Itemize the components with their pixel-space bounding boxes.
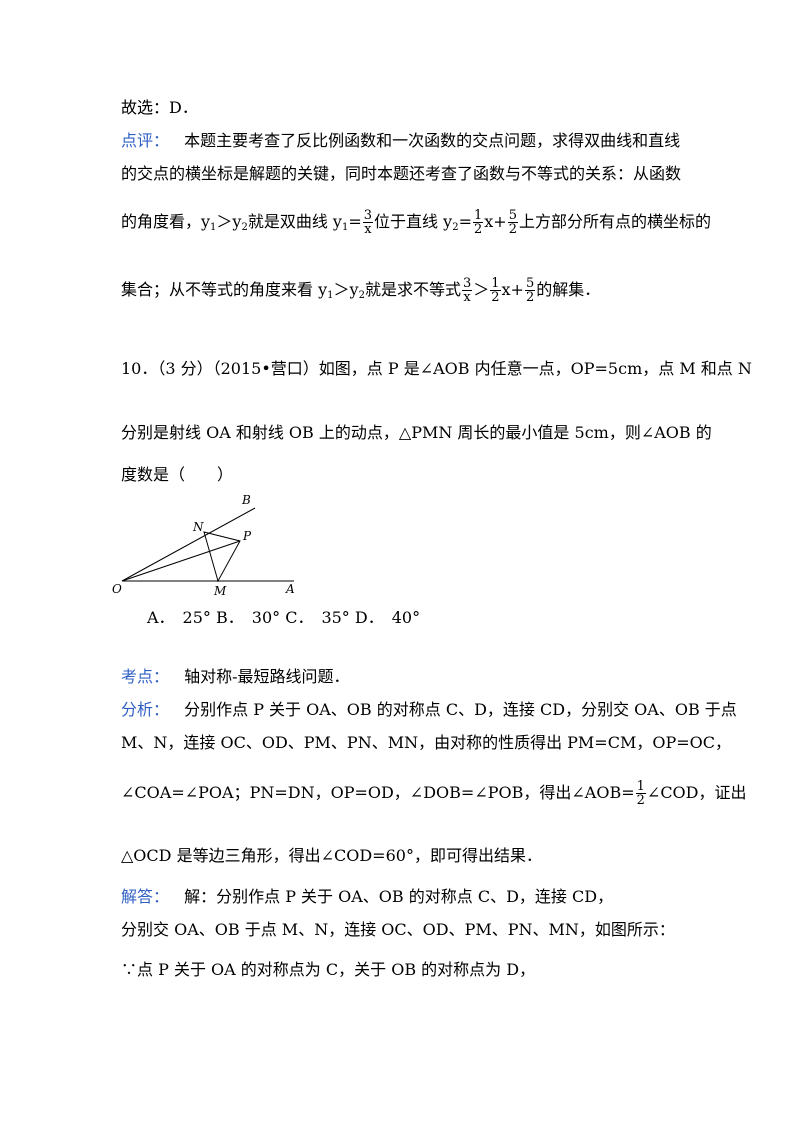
fenxi-line-3: ∠COA=∠POA；PN=DN，OP=OD，∠DOB=∠POB，得出∠AOB=1… <box>121 779 747 808</box>
label-B: B <box>241 493 251 507</box>
question-line-2: 分别是射线 OA 和射线 OB 上的动点，△PMN 周长的最小值是 5cm，则∠… <box>121 423 712 442</box>
label-N: N <box>192 520 204 534</box>
jieda-line-3: ∵点 P 关于 OA 的对称点为 C，关于 OB 的对称点为 D， <box>121 960 536 979</box>
label-A: A <box>285 582 295 596</box>
jieda-label: 解答： <box>121 887 170 906</box>
answer-options: A． 25° B． 30° C． 35° D． 40° <box>147 608 421 627</box>
fenxi-line-2: M、N，连接 OC、OD、PM、PN、MN，由对称的性质得出 PM=CM，OP=… <box>121 733 731 752</box>
question-line-3: 度数是（ ） <box>121 465 234 484</box>
jieda-line-2: 分别交 OA、OB 于点 M、N，连接 OC、OD、PM、PN、MN，如图所示： <box>121 920 675 939</box>
label-P: P <box>242 529 252 543</box>
question-line-1: 10．（3 分）（2015•营口）如图，点 P 是∠AOB 内任意一点，OP=5… <box>121 359 752 378</box>
geometry-figure: O A B M N P <box>112 493 295 598</box>
kaodian-line: 考点： 轴对称-最短路线问题． <box>121 667 350 686</box>
previous-answer: 故选：D． <box>121 98 198 117</box>
review-line-1: 点评： 本题主要考查了反比例函数和一次函数的交点问题，求得双曲线和直线 <box>121 131 681 150</box>
triangle-PMN <box>203 531 241 583</box>
kaodian-label: 考点： <box>121 667 170 686</box>
segment-OP <box>121 540 241 582</box>
ray-OB <box>121 507 256 582</box>
label-O: O <box>112 582 122 596</box>
jieda-line-1: 解答： 解：分别作点 P 关于 OA、OB 的对称点 C、D，连接 CD， <box>121 887 614 906</box>
fenxi-label: 分析： <box>121 700 170 719</box>
fenxi-line-1: 分析： 分别作点 P 关于 OA、OB 的对称点 C、D，连接 CD，分别交 O… <box>121 700 737 719</box>
label-M: M <box>213 584 227 598</box>
review-line-2: 的交点的横坐标是解题的关键，同时本题还考查了函数与不等式的关系：从函数 <box>121 164 682 183</box>
review-label: 点评： <box>121 131 170 150</box>
fenxi-line-4: △OCD 是等边三角形，得出∠COD=60°，即可得出结果． <box>121 846 542 865</box>
